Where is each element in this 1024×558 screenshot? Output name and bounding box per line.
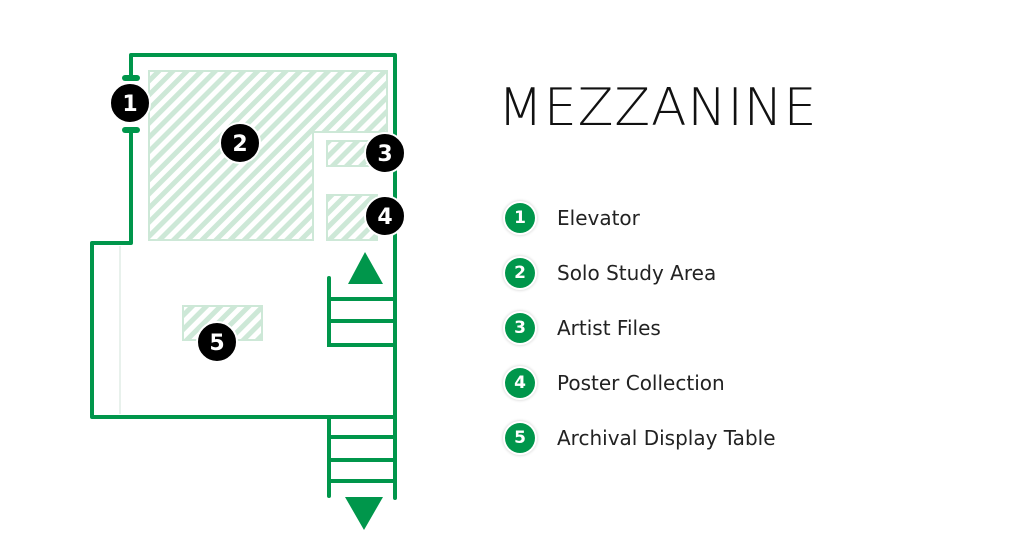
marker-badge: 3 (505, 312, 535, 343)
marker-number: 2 (232, 132, 247, 157)
page-title: MEZZANINE (498, 78, 818, 138)
marker-circle (219, 122, 261, 164)
map-marker-5[interactable]: 5 (196, 321, 238, 363)
marker-circle (364, 195, 406, 237)
down-arrow-icon[interactable] (345, 497, 383, 530)
marker-circle (196, 321, 238, 363)
legend-label: Archival Display Table (557, 425, 776, 450)
legend-label: Poster Collection (557, 370, 725, 395)
legend-label: Elevator (557, 205, 640, 230)
map-marker-3[interactable]: 3 (364, 132, 406, 174)
map-marker-4[interactable]: 4 (364, 195, 406, 237)
up-arrow-icon[interactable] (348, 252, 383, 284)
marker-number: 5 (209, 331, 224, 356)
legend-item-artist-files: 3 Artist Files (505, 300, 776, 355)
marker-badge: 2 (505, 257, 535, 288)
marker-circle (364, 132, 406, 174)
map-marker-2[interactable]: 2 (219, 122, 261, 164)
marker-badge: 1 (505, 202, 535, 233)
legend-item-solo-study-area: 2 Solo Study Area (505, 245, 776, 300)
marker-number: 1 (122, 92, 137, 117)
legend-label: Solo Study Area (557, 260, 717, 285)
marker-number: 3 (377, 142, 392, 167)
marker-circle (109, 82, 151, 124)
marker-number: 4 (377, 205, 392, 230)
legend-item-elevator: 1 Elevator (505, 190, 776, 245)
walls (90, 53, 397, 500)
stairs-up[interactable] (327, 276, 397, 347)
legend: 1 Elevator 2 Solo Study Area 3 Artist Files… (505, 190, 776, 465)
marker-badge: 5 (505, 422, 535, 453)
marker-badge: 4 (505, 367, 535, 398)
map-marker-1[interactable]: 1 (109, 82, 151, 124)
solo-study-area (148, 70, 388, 241)
legend-item-poster-collection: 4 Poster Collection (505, 355, 776, 410)
legend-label: Artist Files (557, 315, 661, 340)
stairs-down[interactable] (327, 415, 397, 498)
legend-item-archival-display-table: 5 Archival Display Table (505, 410, 776, 465)
